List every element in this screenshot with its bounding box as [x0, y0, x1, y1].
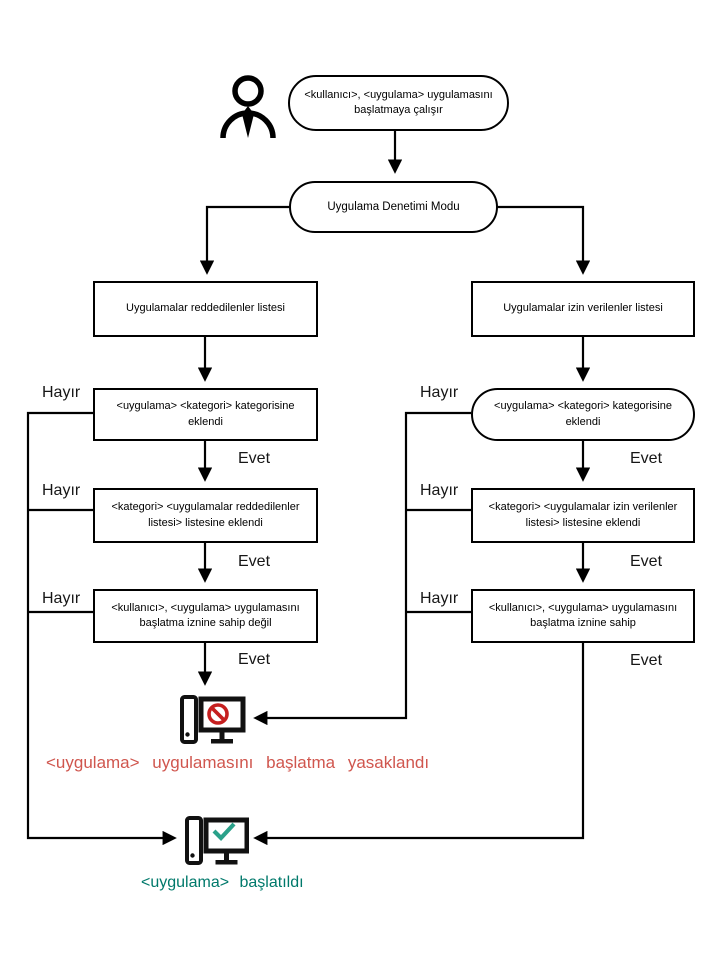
edge-mode-to-allowlist	[497, 205, 591, 275]
node-denylist-step-3: <kullanıcı>, <uygulama> uygulamasını baş…	[93, 589, 318, 643]
node-mode: Uygulama Denetimi Modu	[289, 181, 498, 233]
edge-right-no-merge-to-denied	[253, 411, 471, 726]
label-yes-right-3: Evet	[630, 652, 663, 669]
label-yes-left-1: Evet	[238, 450, 271, 467]
edge-right-check3-yes-to-allowed	[253, 643, 585, 846]
node-allowlist-step-1: <uygulama> <kategori> kategorisine eklen…	[471, 388, 695, 441]
label-no-right-3: Hayır	[420, 590, 459, 607]
result-allowed-text: <uygulama> başlatıldı	[141, 874, 304, 891]
node-start: <kullanıcı>, <uygulama> uygulamasını baş…	[288, 75, 509, 131]
label-yes-left-3: Evet	[238, 651, 271, 668]
label-no-left-2: Hayır	[42, 482, 81, 499]
label-no-left-3: Hayır	[42, 590, 81, 607]
label-yes-right-2: Evet	[630, 553, 663, 570]
node-allowlist-step-2: <kategori> <uygulamalar izin verilenler …	[471, 488, 695, 543]
label-no-left-1: Hayır	[42, 384, 81, 401]
node-allowlist-step-3: <kullanıcı>, <uygulama> uygulamasını baş…	[471, 589, 695, 643]
edge-left-no-merge-to-allowed	[26, 411, 177, 846]
blocked-computer-icon	[180, 695, 246, 744]
label-no-right-1: Hayır	[420, 384, 459, 401]
label-yes-left-2: Evet	[238, 553, 271, 570]
user-icon	[220, 75, 276, 139]
label-yes-right-1: Evet	[630, 450, 663, 467]
node-denylist-step-2: <kategori> <uygulamalar reddedilenler li…	[93, 488, 318, 543]
result-denied-text: <uygulama> uygulamasını başlatma yasakla…	[46, 753, 430, 772]
allowed-computer-icon	[185, 816, 249, 865]
label-no-right-2: Hayır	[420, 482, 459, 499]
node-allowlist: Uygulamalar izin verilenler listesi	[471, 281, 695, 337]
node-denylist-step-1: <uygulama> <kategori> kategorisine eklen…	[93, 388, 318, 441]
edge-mode-to-denylist	[199, 205, 289, 275]
node-denylist: Uygulamalar reddedilenler listesi	[93, 281, 318, 337]
